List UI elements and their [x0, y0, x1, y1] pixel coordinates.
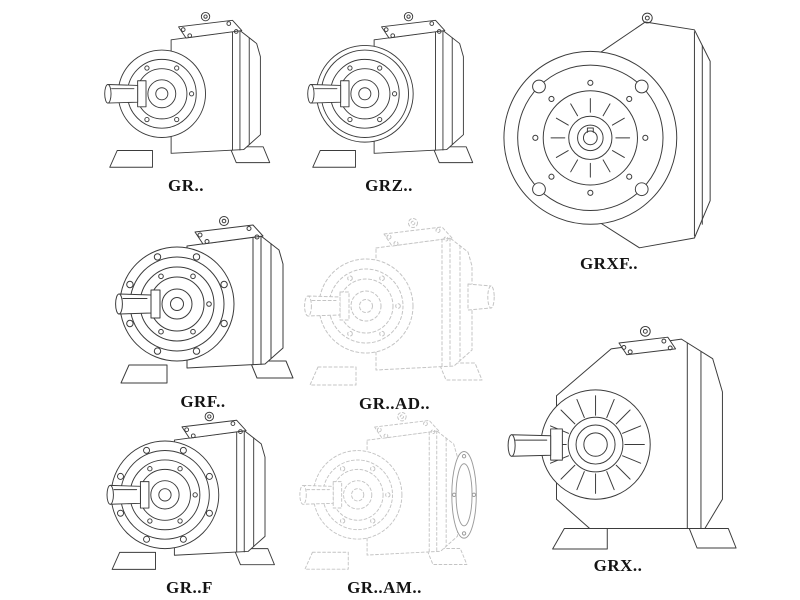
label-grf: GRF.. [180, 392, 226, 411]
motor-flange-lines [451, 451, 477, 539]
figure-grf: GRF.. [103, 212, 303, 412]
figure-gr-am: GR..AM.. [288, 408, 481, 598]
label-grxf: GRXF.. [579, 254, 639, 273]
grxf-flange-gearbox-drawing [503, 12, 711, 249]
figure-grx: GRX.. [496, 298, 740, 576]
figure-gr: GR.. [93, 8, 279, 196]
figure-grz: GRZ.. [296, 8, 482, 196]
figure-gr-ad: GR..AD.. [292, 214, 497, 414]
figure-gr-f: GR..F [95, 408, 284, 598]
label-gr-f: GR..F [166, 578, 213, 597]
label-gr: GR.. [168, 176, 204, 195]
gr-f-output-flange-gearbox-drawing [106, 411, 275, 570]
ghost-gearbox-lines [299, 411, 468, 570]
grf-flange-foot-gearbox-drawing [115, 216, 294, 384]
grz-gearbox-drawing [307, 11, 474, 168]
grx-large-foot-gearbox-drawing [507, 325, 737, 550]
ghost-gearbox-lines [304, 218, 495, 386]
gr-foot-mounted-gearbox-drawing [104, 11, 271, 168]
figure-grxf: GRXF.. [498, 6, 720, 274]
label-gr-ad: GR..AD.. [358, 394, 431, 413]
gr-am-motor-adapter-gearbox-drawing [299, 411, 477, 570]
label-gr-am: GR..AM.. [347, 578, 422, 597]
gr-ad-input-adapter-gearbox-drawing [304, 218, 495, 386]
label-grz: GRZ.. [365, 176, 413, 195]
label-grx: GRX.. [593, 556, 643, 575]
